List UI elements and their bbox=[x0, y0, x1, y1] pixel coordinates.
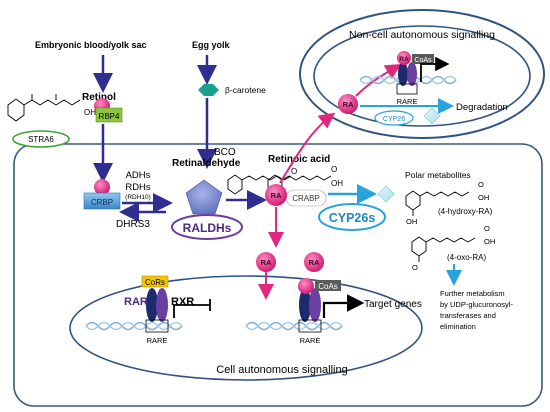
hydroxy-ra-ring-oh: OH bbox=[406, 217, 417, 226]
further-line4: elimination bbox=[440, 322, 476, 331]
ra-cytosol-label: RA bbox=[261, 258, 272, 267]
rare-right-box bbox=[298, 319, 322, 333]
rdhs-label: RDHs bbox=[125, 182, 151, 193]
ra-sphere-nuclear bbox=[304, 252, 324, 272]
noncell-ra-bound-label: RA bbox=[399, 56, 409, 63]
further-line3: transferases and bbox=[440, 311, 496, 320]
rar-label: RAR bbox=[124, 296, 148, 308]
hydroxy-ra-o: O bbox=[478, 180, 484, 189]
noncell-title: Non-cell autonomous signalling bbox=[349, 29, 495, 41]
bcarotene-label: β-carotene bbox=[225, 85, 266, 95]
rare-left-label: RARE bbox=[147, 336, 168, 345]
bco-label: BCO bbox=[214, 147, 236, 158]
noncell-inner-ellipse bbox=[313, 25, 531, 127]
retinol-oh: OH bbox=[84, 108, 96, 117]
cors-label: CoRs bbox=[145, 278, 165, 287]
adhs-label: ADHs bbox=[126, 170, 151, 181]
rdh10-label: (RDH10) bbox=[125, 194, 151, 201]
cyp26s-label: CYP26s bbox=[329, 211, 376, 225]
ra-noncell-label: RA bbox=[343, 100, 354, 109]
noncell-ra-bound bbox=[397, 51, 411, 65]
noncell-coas-label: CoAs bbox=[414, 57, 432, 64]
rare-left-box bbox=[145, 319, 169, 333]
rbp4-box bbox=[95, 107, 123, 123]
rare-right-label: RARE bbox=[300, 336, 321, 345]
hydroxy-ra-label: (4-hydroxy-RA) bbox=[438, 207, 493, 216]
rar-shape bbox=[146, 288, 158, 322]
rxr-shape bbox=[156, 288, 168, 322]
crbp-label: CRBP bbox=[91, 198, 113, 207]
retinaldehyde-label: Retinaldehyde bbox=[172, 158, 241, 169]
ra-nuclear-label: RA bbox=[309, 258, 320, 267]
ra-sphere-cytosol bbox=[256, 252, 276, 272]
hydroxy-ra-oh: OH bbox=[478, 193, 489, 202]
rbp4-label: RBP4 bbox=[99, 112, 120, 121]
hydroxy-ra-structure bbox=[405, 190, 470, 216]
polar-diamond bbox=[377, 185, 395, 203]
retinoic-acid-label: Retinoic acid bbox=[268, 154, 330, 165]
ra-main-label: RA bbox=[271, 191, 282, 200]
oxo-ra-oh: OH bbox=[484, 237, 495, 246]
ra-acid-o: O bbox=[331, 165, 337, 174]
raldh-pentagon bbox=[185, 179, 223, 215]
crbp-box bbox=[83, 192, 121, 210]
crbp-retinol-sphere bbox=[94, 179, 110, 195]
oxo-ra-o: O bbox=[484, 224, 490, 233]
cell-autonomous-title: Cell autonomous signalling bbox=[216, 364, 347, 376]
noncell-rare-label: RARE bbox=[397, 97, 418, 106]
degradation-diamond bbox=[423, 107, 441, 125]
dhrs3-label: DHRS3 bbox=[116, 219, 150, 230]
coas-label: CoAs bbox=[318, 282, 338, 291]
coas-box bbox=[315, 280, 341, 291]
target-genes-label: Target genes bbox=[364, 299, 422, 310]
rar-active bbox=[299, 288, 311, 322]
raldhs-label: RALDHs bbox=[183, 221, 232, 235]
polar-metabolites-label: Polar metabolites bbox=[405, 170, 471, 180]
noncell-rxr bbox=[407, 62, 417, 86]
further-line1: Further metabolism bbox=[440, 289, 505, 298]
noncell-coas-box bbox=[412, 54, 434, 64]
crabp-label: CRABP bbox=[292, 194, 320, 203]
source-egg-yolk: Egg yolk bbox=[192, 40, 231, 50]
ra-sphere-noncell bbox=[338, 94, 358, 114]
cyp26s-oval bbox=[318, 203, 386, 231]
retinol-structure bbox=[7, 94, 81, 122]
cors-box bbox=[141, 275, 169, 288]
arrow-ra-to-neighbour bbox=[279, 112, 336, 184]
ra-acid-oh: OH bbox=[331, 179, 343, 188]
oxo-ra-ring-o: O bbox=[412, 263, 418, 272]
raldhs-oval bbox=[171, 214, 243, 240]
cyp26-oval bbox=[374, 110, 414, 126]
cyp26-label: CYP26 bbox=[383, 116, 405, 123]
rxr-active bbox=[309, 288, 321, 322]
noncell-rare-box bbox=[396, 83, 418, 95]
degradation-label: Degradation bbox=[456, 102, 508, 113]
bcarotene-hexagon bbox=[198, 84, 219, 96]
source-embryonic: Embryonic blood/yolk sac bbox=[35, 40, 147, 50]
noncell-transcription-arrow bbox=[420, 56, 450, 82]
further-line2: by UDP-glucuronosyl- bbox=[440, 300, 513, 309]
oxo-ra-label: (4-oxo-RA) bbox=[447, 253, 486, 262]
oxo-ra-structure bbox=[411, 236, 476, 262]
noncell-outer-ellipse bbox=[299, 9, 545, 139]
retinaldehyde-o: O bbox=[291, 167, 297, 176]
stra6-label: STRA6 bbox=[28, 135, 54, 144]
ra-sphere-main bbox=[265, 184, 287, 206]
transcription-arrow bbox=[322, 294, 365, 318]
retinol-label: Retinol bbox=[82, 92, 116, 103]
noncell-rar bbox=[398, 62, 408, 86]
stra6-receptor bbox=[12, 130, 70, 148]
repression-bar bbox=[173, 299, 211, 318]
ra-bound-active bbox=[298, 278, 314, 294]
